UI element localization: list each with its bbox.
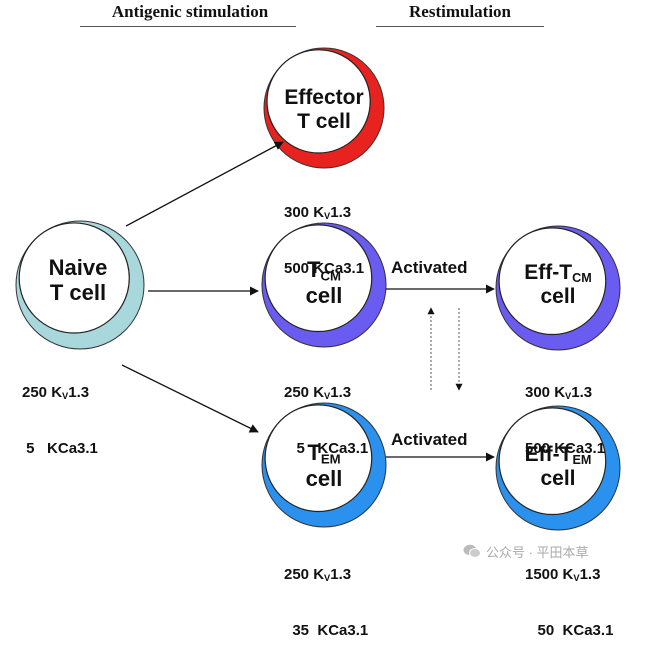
watermark-text: 公众号 · 平田本草	[486, 545, 589, 560]
tem-cell-label: TEM cell	[305, 440, 343, 492]
activated-label-bottom: Activated	[391, 430, 468, 449]
activated-label-top: Activated	[391, 258, 468, 277]
diagram-canvas	[15, 47, 621, 531]
naive-channel-counts: 250 KV1.3 5 KCa3.1	[22, 383, 98, 457]
effector-channel-counts: 300 KV1.3 500 KCa3.1	[284, 203, 365, 277]
arrow-naive-to-tem	[121, 364, 259, 433]
eff-tem-cell-ring	[495, 405, 621, 531]
cell-inner-body	[498, 407, 607, 516]
eff-tcm-cell-ring	[495, 225, 621, 351]
effector-cell-ring	[263, 47, 385, 169]
tcm-channel-counts: 250 KV1.3 5 KCa3.1	[284, 383, 369, 457]
arrow-naive-to-effector	[125, 141, 284, 227]
eff-tcm-cell-label: Eff-TCM cell	[524, 261, 592, 309]
cell-inner-body	[264, 404, 373, 513]
naive-cell-ring	[15, 220, 145, 350]
tem-cell-ring	[261, 402, 387, 528]
header-rule-left	[80, 26, 296, 27]
header-restimulation: Restimulation	[409, 2, 511, 21]
watermark: 公众号 · 平田本草	[463, 542, 589, 561]
eff-tem-cell-label: Eff-TEM cell	[524, 443, 592, 491]
wechat-icon	[463, 544, 481, 559]
tcm-cell-label: TCM cell	[305, 257, 343, 309]
cell-inner-body	[266, 49, 371, 154]
cell-inner-body	[498, 227, 607, 336]
effector-cell-label: Effector T cell	[284, 86, 364, 133]
tem-channel-counts: 250 KV1.3 35 KCa3.1	[284, 565, 369, 639]
eff-tcm-channel-counts: 300 KV1.3 500 KCa3.1	[525, 383, 606, 457]
naive-cell-label: Naive T cell	[48, 255, 108, 305]
header-rule-right	[376, 26, 544, 27]
header-antigenic-stimulation: Antigenic stimulation	[111, 2, 269, 21]
tcm-cell-ring	[261, 222, 387, 348]
cell-inner-body	[18, 222, 130, 334]
cell-inner-body	[264, 224, 373, 333]
